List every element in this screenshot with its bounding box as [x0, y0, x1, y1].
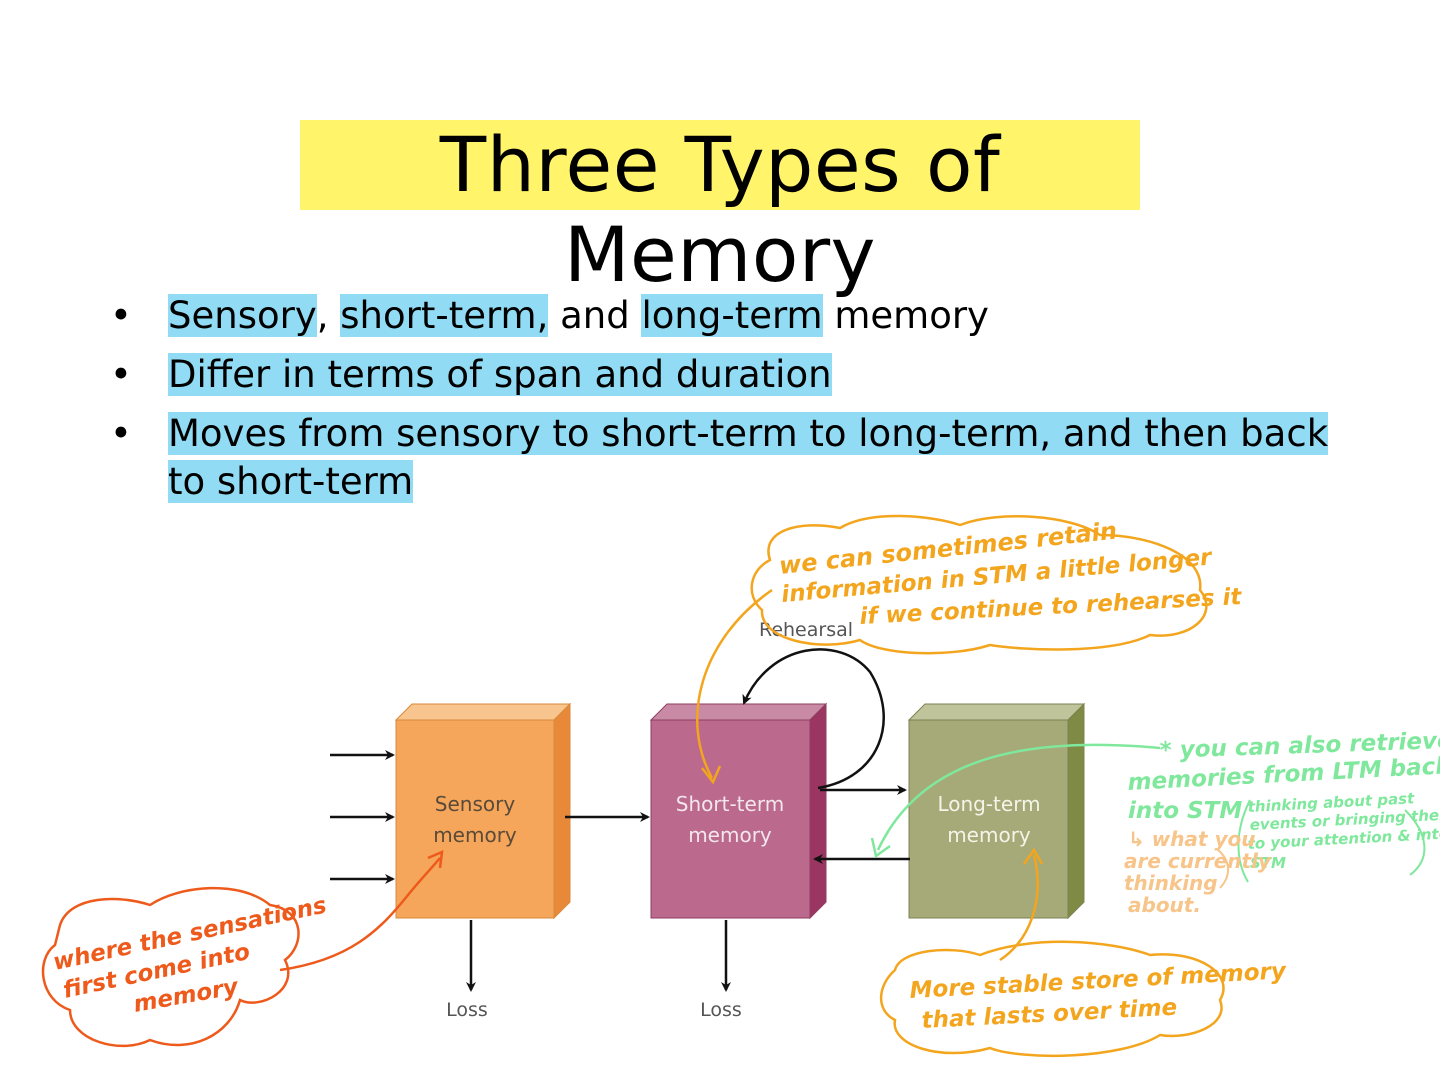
rehearsal-loop-arrow: [742, 648, 885, 790]
current-note-line1: ↳ what you: [1128, 827, 1255, 851]
bullet-dot: •: [110, 412, 132, 455]
bullet-text: Sensory, short-term, and long-term memor…: [168, 294, 989, 337]
sensory-label-line2: memory: [433, 823, 517, 847]
stable-note-line1: More stable store of memory: [909, 958, 1288, 1004]
bullet-segment: memory: [822, 294, 989, 337]
bullet-dot: •: [110, 294, 132, 337]
bullet-dot: •: [110, 353, 132, 396]
bullet-item-2: • Differ in terms of span and duration: [110, 351, 1330, 399]
sensory-loss-label: Loss: [446, 999, 488, 1021]
bullet-segment: ,: [316, 294, 341, 337]
bullet-segment: long-term: [641, 294, 823, 337]
stm-loss-label: Loss: [700, 999, 742, 1021]
long-term-label-line1: Long-term: [937, 792, 1040, 816]
short-term-label-line2: memory: [688, 823, 772, 847]
short-term-label-line1: Short-term: [676, 792, 784, 816]
retrieve-note-line3: into STM: [1128, 798, 1242, 824]
short-term-memory-box: Short-term memory: [649, 702, 828, 920]
thinking-note-line4: STM: [1250, 854, 1286, 872]
long-term-memory-box: Long-term memory: [907, 702, 1086, 920]
current-note-line4: about.: [1128, 893, 1201, 917]
bullet-segment: short-term,: [340, 294, 549, 337]
sensory-label-line1: Sensory: [435, 792, 516, 816]
sensations-annotation: where the sensations first come into mem…: [41, 849, 444, 1048]
current-note-line2: are currently: [1124, 849, 1272, 873]
bullet-item-1: • Sensory, short-term, and long-term mem…: [110, 292, 1330, 340]
slide-title: Three Types of Memory: [300, 120, 1140, 299]
bullet-segment: Differ in terms of span and duration: [168, 353, 832, 396]
bullet-list: • Sensory, short-term, and long-term mem…: [110, 292, 1330, 517]
bullet-item-3: • Moves from sensory to short-term to lo…: [110, 410, 1330, 506]
current-thinking-annotation: ↳ what you are currently thinking about.: [1124, 827, 1272, 917]
bullet-segment: and: [548, 294, 642, 337]
current-note-line3: thinking: [1124, 871, 1218, 895]
sensory-memory-box: Sensory memory: [394, 702, 572, 920]
bullet-segment: Sensory: [168, 294, 317, 337]
long-term-label-line2: memory: [947, 823, 1031, 847]
